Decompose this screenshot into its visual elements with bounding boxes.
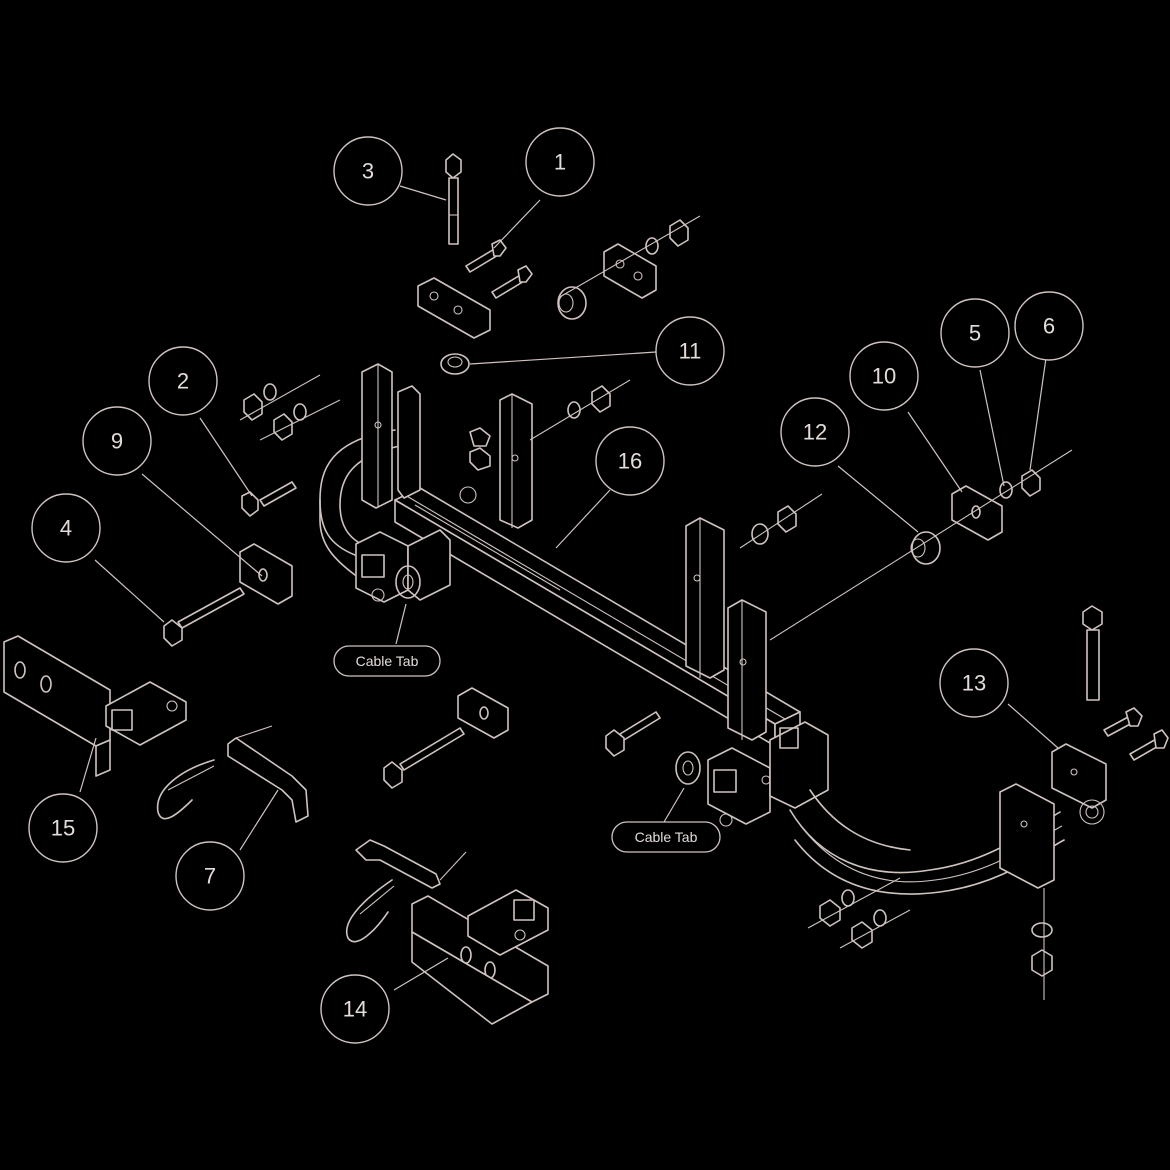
top-bracket-hardware	[417, 153, 701, 375]
balloon-7: 7	[175, 841, 245, 911]
balloon-13: 13	[939, 648, 1009, 718]
svg-text:11: 11	[679, 339, 702, 364]
part-15-receiver-bracket	[3, 635, 187, 777]
balloon-1: 1	[525, 127, 595, 197]
svg-text:16: 16	[618, 449, 642, 474]
cable-tab-label-right: Cable Tab	[611, 821, 721, 853]
right-curved-arm	[789, 743, 1107, 895]
balloon-11: 11	[655, 316, 725, 386]
balloon-4: 4	[31, 493, 101, 563]
balloon-9: 9	[82, 406, 152, 476]
balloon-10: 10	[849, 341, 919, 411]
left-mount-brackets	[361, 363, 533, 529]
svg-text:3: 3	[362, 159, 374, 184]
balloon-16: 16	[595, 426, 665, 496]
balloon-14: 14	[320, 974, 390, 1044]
svg-text:15: 15	[51, 816, 75, 841]
balloon-15: 15	[28, 793, 98, 863]
svg-text:5: 5	[969, 321, 981, 346]
balloon-12: 12	[780, 397, 850, 467]
center-mount-brackets	[685, 517, 767, 741]
svg-text:Cable Tab: Cable Tab	[356, 653, 419, 669]
svg-text:13: 13	[962, 671, 986, 696]
svg-text:9: 9	[111, 429, 123, 454]
right-hardware	[383, 449, 1169, 1000]
svg-text:1: 1	[554, 150, 566, 175]
svg-text:14: 14	[343, 997, 367, 1022]
leader-lines	[79, 185, 1059, 991]
svg-text:12: 12	[803, 420, 827, 445]
svg-text:2: 2	[177, 369, 189, 394]
part-7-pin-clip	[156, 725, 309, 823]
left-receiver	[355, 486, 477, 603]
svg-text:6: 6	[1043, 314, 1055, 339]
svg-text:4: 4	[60, 516, 72, 541]
right-receiver	[675, 721, 829, 827]
balloon-3: 3	[333, 136, 403, 206]
balloon-5: 5	[940, 298, 1010, 368]
svg-text:7: 7	[204, 864, 216, 889]
cable-tab-label-left: Cable Tab	[333, 645, 441, 677]
balloon-2: 2	[148, 346, 218, 416]
part-14-receiver-bracket	[345, 839, 549, 1025]
svg-text:10: 10	[872, 364, 896, 389]
svg-text:Cable Tab: Cable Tab	[635, 829, 698, 845]
balloon-6: 6	[1014, 291, 1084, 361]
left-hardware	[163, 374, 631, 647]
